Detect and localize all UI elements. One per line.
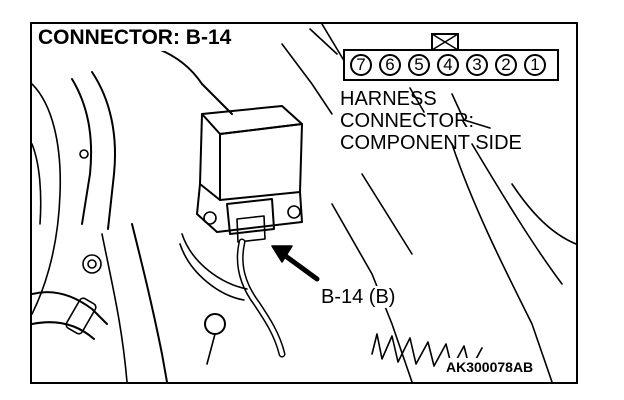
connector-plug (226, 198, 275, 235)
harness-connector-label: HARNESS CONNECTOR: COMPONENT SIDE (340, 88, 522, 154)
lower-hose (32, 291, 108, 325)
firewall (511, 183, 576, 245)
lower-hose (32, 321, 95, 340)
left-pipe (91, 71, 117, 230)
engine-body (101, 233, 128, 382)
pin-2: 2 (495, 54, 517, 76)
firewall (361, 173, 413, 255)
pin-3: 3 (466, 54, 488, 76)
bolt (82, 254, 102, 274)
left-pipe (71, 78, 93, 225)
hose-outline (32, 83, 62, 315)
pin-6: 6 (379, 54, 401, 76)
harness-label-line: COMPONENT SIDE (340, 132, 522, 154)
mount-bolt (203, 211, 217, 225)
pin-7: 7 (350, 54, 372, 76)
diagram-frame: 7 6 5 4 3 2 1 CONNECTOR: B-14 HARNESS CO… (30, 22, 578, 384)
trim-fringe (371, 333, 483, 371)
pin-1: 1 (524, 54, 546, 76)
firewall (471, 143, 563, 285)
engine-body (91, 40, 233, 115)
pin-4: 4 (437, 54, 459, 76)
connector-lock-cross (431, 33, 459, 51)
bolt (87, 259, 97, 269)
mount-bolt (287, 205, 301, 219)
module-base (196, 183, 303, 233)
leader-line (309, 28, 338, 55)
ring-terminal (204, 313, 226, 335)
connector-callout: B-14 (B) (318, 286, 399, 308)
hose-outline (32, 143, 42, 225)
wire (181, 233, 248, 290)
firewall (451, 143, 553, 382)
ring-terminal (206, 333, 216, 365)
wire (179, 243, 245, 301)
harness-label-line: CONNECTOR: (340, 110, 475, 132)
engine-body (131, 223, 168, 382)
pipe-clamp (79, 149, 89, 159)
firewall (281, 43, 333, 115)
connector-plug (236, 215, 266, 243)
figure-code: AK300078AB (442, 358, 538, 376)
harness-label-line: HARNESS (340, 88, 437, 110)
module-side (219, 123, 303, 201)
module-front (199, 113, 221, 201)
wire-harness (238, 240, 284, 356)
diagram-title: CONNECTOR: B-14 (34, 26, 238, 51)
leader-line (409, 87, 425, 113)
harness-connector-pinout: 7 6 5 4 3 2 1 (340, 32, 562, 88)
pin-5: 5 (408, 54, 430, 76)
pointer-arrow-head (271, 245, 293, 263)
leader-line (451, 93, 491, 129)
hose-clamp (65, 297, 97, 335)
